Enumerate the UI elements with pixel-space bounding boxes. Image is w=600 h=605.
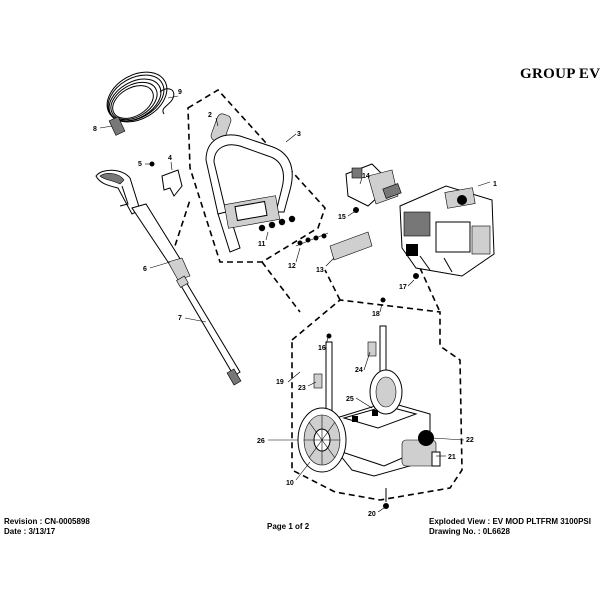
callout-13: 13 bbox=[316, 267, 324, 274]
connector-line bbox=[171, 199, 191, 256]
nozzle-holder bbox=[149, 161, 183, 197]
date-value: 3/13/17 bbox=[28, 527, 56, 536]
callout-1: 1 bbox=[493, 181, 497, 188]
exploded-view-value: EV MOD PLTFRM 3100PSI bbox=[492, 517, 591, 526]
fuel-tank-base bbox=[401, 430, 441, 467]
fastener-set bbox=[295, 232, 329, 247]
label-plate bbox=[329, 231, 373, 261]
callout-14: 14 bbox=[362, 173, 370, 180]
drawing-number-value: 0L6628 bbox=[482, 527, 510, 536]
connector-line bbox=[324, 269, 341, 301]
callout-9: 9 bbox=[178, 89, 182, 96]
engine-bolt bbox=[413, 273, 419, 279]
callout-11: 11 bbox=[258, 241, 266, 248]
callout-16: 16 bbox=[318, 345, 326, 352]
callout-12: 12 bbox=[288, 263, 296, 270]
date-line: Date : 3/13/17 bbox=[4, 527, 55, 536]
callout-8: 8 bbox=[93, 126, 97, 133]
revision-value: CN-0005898 bbox=[44, 517, 90, 526]
callout-26: 26 bbox=[257, 438, 265, 445]
callout-17: 17 bbox=[399, 284, 407, 291]
connector-line bbox=[261, 261, 301, 313]
handle-frame bbox=[205, 134, 296, 253]
callout-24: 24 bbox=[355, 367, 363, 374]
revision-line: Revision : CN-0005898 bbox=[4, 517, 90, 526]
rear-wheel bbox=[369, 369, 403, 415]
spray-lance bbox=[176, 275, 242, 386]
frame-group-outline bbox=[291, 299, 463, 501]
callout-23: 23 bbox=[298, 385, 306, 392]
callout-5: 5 bbox=[138, 161, 142, 168]
engine bbox=[399, 185, 495, 277]
front-wheel bbox=[297, 407, 347, 473]
leader-lines bbox=[99, 95, 491, 513]
drawing-number-line: Drawing No. : 0L6628 bbox=[429, 527, 510, 536]
date-label: Date : bbox=[4, 527, 27, 536]
callout-18: 18 bbox=[372, 311, 380, 318]
revision-label: Revision : bbox=[4, 517, 43, 526]
group-title: GROUP EV bbox=[520, 66, 600, 82]
page-number: Page 1 of 2 bbox=[267, 522, 310, 531]
callout-3: 3 bbox=[297, 131, 301, 138]
callout-10: 10 bbox=[286, 480, 294, 487]
callout-6: 6 bbox=[143, 266, 147, 273]
pump-assembly bbox=[345, 163, 402, 213]
callout-7: 7 bbox=[178, 315, 182, 322]
hose-coil bbox=[106, 71, 175, 136]
drawing-number-label: Drawing No. : bbox=[429, 527, 481, 536]
callout-20: 20 bbox=[368, 511, 376, 518]
callout-21: 21 bbox=[448, 454, 456, 461]
callout-19: 19 bbox=[276, 379, 284, 386]
spray-gun bbox=[95, 169, 191, 281]
callout-2: 2 bbox=[208, 112, 212, 119]
bottom-bolt bbox=[383, 488, 389, 509]
handle-group-outline bbox=[187, 88, 326, 263]
callout-22: 22 bbox=[466, 437, 474, 444]
callout-15: 15 bbox=[338, 214, 346, 221]
exploded-view-line: Exploded View : EV MOD PLTFRM 3100PSI bbox=[429, 517, 591, 526]
callout-25: 25 bbox=[346, 396, 354, 403]
connector-line bbox=[419, 267, 441, 313]
callout-4: 4 bbox=[168, 155, 172, 162]
exploded-view-label: Exploded View : bbox=[429, 517, 491, 526]
callout-numbers: 1 2 3 4 5 6 7 8 9 10 11 12 13 14 15 16 1… bbox=[93, 89, 497, 518]
